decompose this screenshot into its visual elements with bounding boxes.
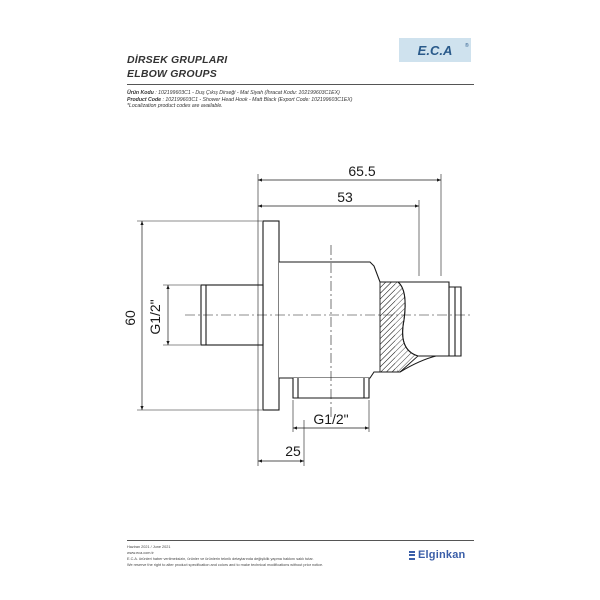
footer-note-en: We reserve the right to alter product sp…	[127, 563, 324, 567]
brand-name: Elginkan	[418, 549, 466, 561]
center-lines	[185, 245, 470, 420]
logo-registered: ®	[465, 42, 469, 49]
dim-thread-left: G1/2"	[147, 299, 163, 334]
info-label-tr: Ürün Kodu	[127, 90, 154, 96]
info-line-en: Product Code : 102199603C1 - Shower Head…	[127, 97, 353, 104]
elginkan-mark-icon	[409, 550, 415, 560]
footer-rule	[127, 540, 474, 541]
dim-body-width: 53	[337, 189, 353, 205]
info-line-note: *Localization product codes are availabl…	[127, 103, 223, 110]
dimension-labels: 65.5 53 60 G1/2" G1/2" 25	[122, 163, 376, 459]
dim-thread-bottom: G1/2"	[313, 411, 348, 427]
footer-notes: Haziran 2021 / June 2021 www.eca.com.tr …	[127, 544, 323, 568]
info-line-tr: Ürün Kodu : 102199603C1 - Duş Çıkış Dirs…	[127, 90, 353, 97]
dim-height: 60	[122, 310, 138, 326]
wall-flange	[262, 220, 280, 411]
footer-date: Haziran 2021 / June 2021	[127, 545, 171, 549]
header-rule	[127, 84, 474, 85]
info-label-en: Product Code	[127, 96, 162, 103]
title-turkish: DİRSEK GRUPLARI	[127, 54, 228, 66]
footer-website[interactable]: www.eca.com.tr	[127, 551, 154, 555]
title-english: ELBOW GROUPS	[127, 68, 217, 80]
logo-text: E.C.A	[418, 43, 453, 58]
extension-lines	[137, 174, 442, 466]
eca-logo: E.C.A ®	[399, 38, 471, 62]
footer-note-tr: E.C.A. ürünleri haber verilmeksizin, ürü…	[127, 557, 314, 561]
info-text-tr: : 102199603C1 - Duş Çıkış Dirseği - Mat …	[155, 90, 340, 96]
title-block: DİRSEK GRUPLARI ELBOW GROUPS	[127, 53, 227, 81]
product-info: Ürün Kodu : 102199603C1 - Duş Çıkış Dirs…	[127, 90, 353, 110]
dimension-lines	[140, 178, 441, 463]
dim-depth: 25	[285, 443, 301, 459]
elginkan-brand: Elginkan	[409, 549, 465, 561]
dim-total-width: 65.5	[348, 163, 375, 179]
info-text-en: : 102199603C1 - Shower Head Hook - Matt …	[162, 96, 353, 103]
